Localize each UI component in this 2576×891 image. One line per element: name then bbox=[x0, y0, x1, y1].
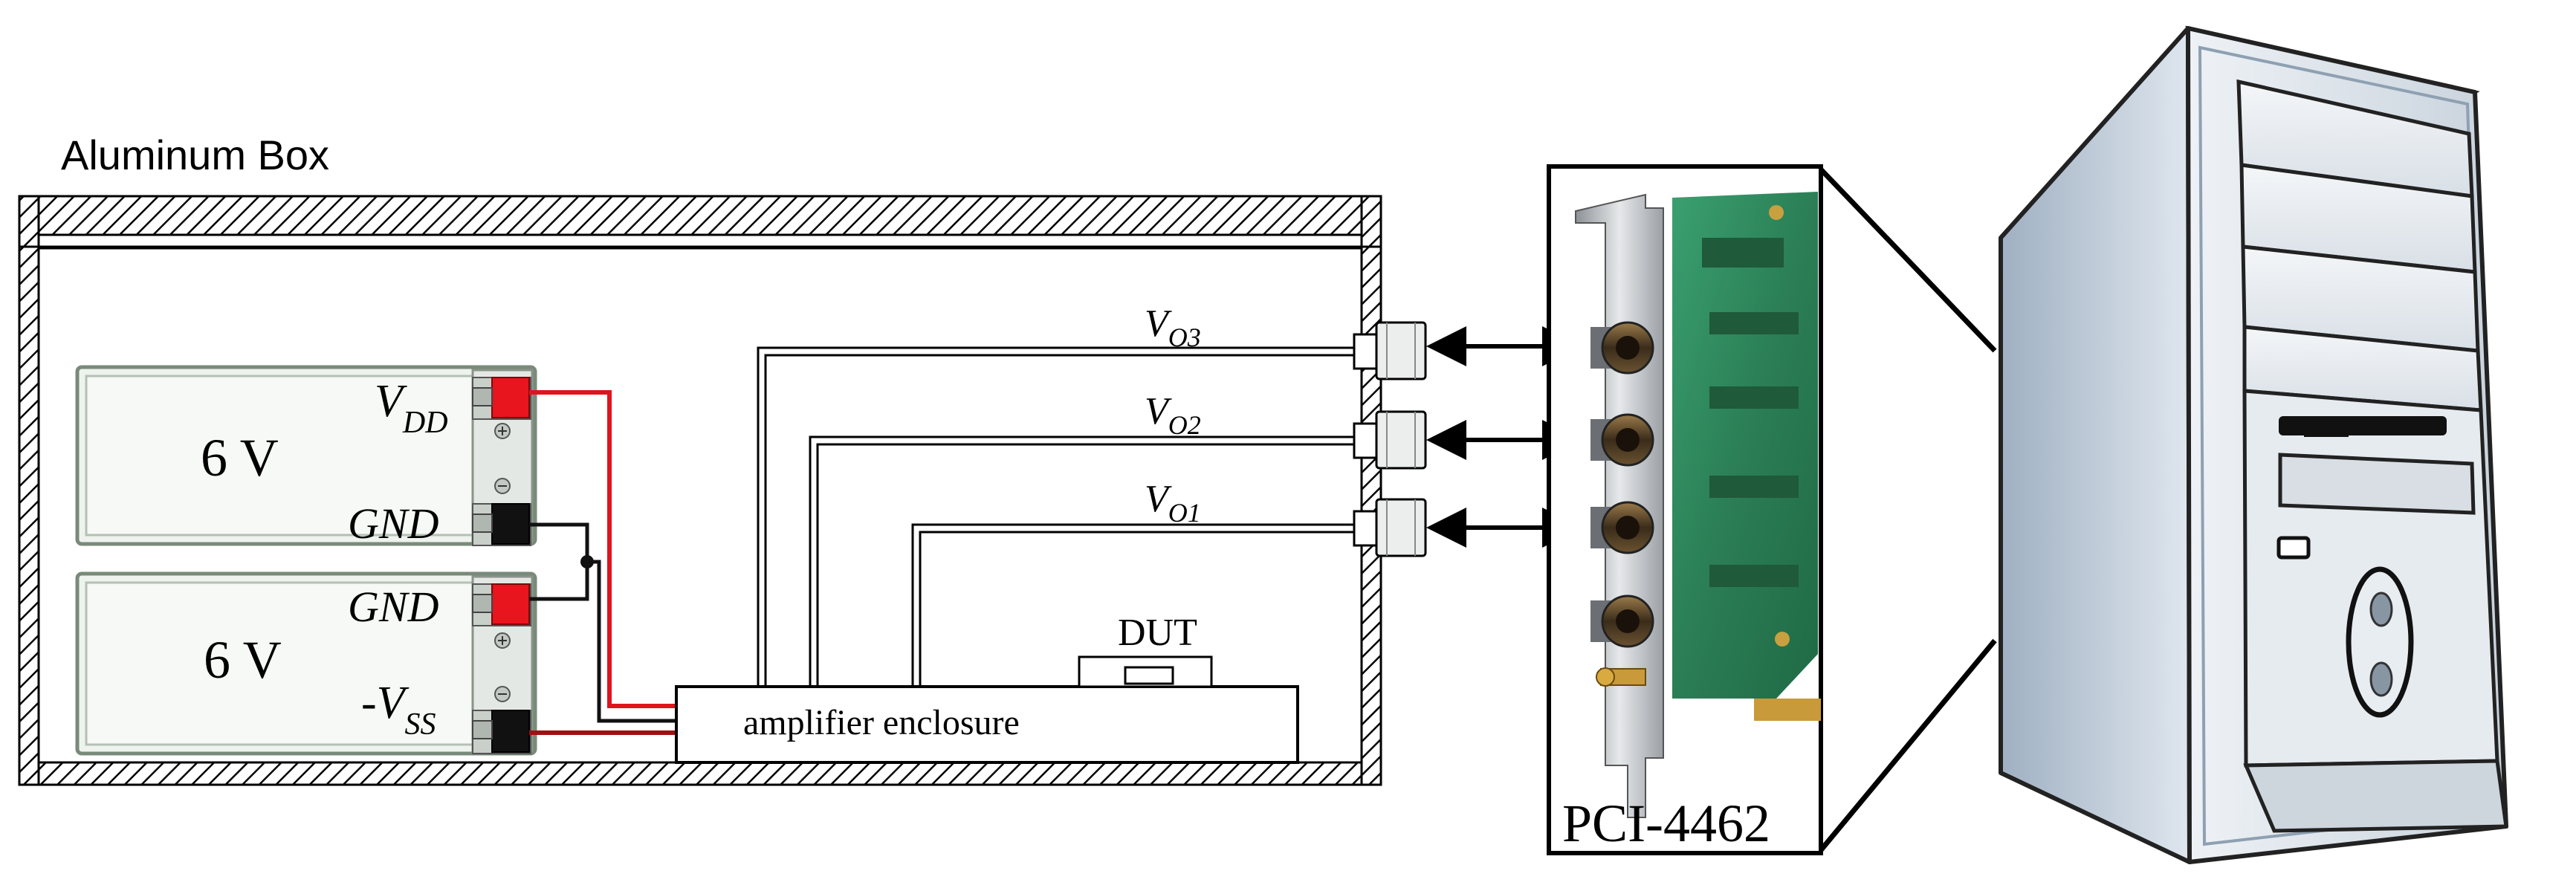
battery-top-voltage: 6 V bbox=[201, 428, 279, 487]
gnd-bottom-label: GND bbox=[348, 583, 439, 631]
card-label: PCI-4462 bbox=[1562, 794, 1770, 853]
vss-label: -VSS bbox=[361, 678, 436, 742]
power-wires bbox=[529, 390, 676, 735]
output-label-vo1: VO1 bbox=[1145, 478, 1201, 528]
daq-card-icon bbox=[1575, 192, 1821, 818]
battery-icon bbox=[75, 365, 537, 546]
box-bnc-connectors bbox=[1353, 321, 1427, 557]
amplifier-label: amplifier enclosure bbox=[743, 703, 1020, 742]
gnd-bottom-terminal bbox=[472, 583, 531, 626]
output-wires bbox=[757, 346, 1354, 687]
gnd-top-label: GND bbox=[348, 499, 439, 548]
vdd-terminal bbox=[472, 377, 531, 420]
battery-bottom-voltage: 6 V bbox=[204, 630, 282, 690]
vdd-label: VDD bbox=[375, 376, 448, 440]
amplifier-enclosure: amplifier enclosure bbox=[675, 685, 1299, 764]
daq-card: PCI-4462 bbox=[1547, 164, 1823, 855]
output-label-vo2: VO2 bbox=[1145, 390, 1201, 440]
output-label-vo3: VO3 bbox=[1145, 302, 1201, 352]
aluminum-box-label: Aluminum Box bbox=[61, 132, 329, 178]
dut: DUT bbox=[1078, 612, 1213, 688]
output-labels: VO3 VO2 VO1 bbox=[1145, 302, 1201, 528]
gnd-top-terminal bbox=[472, 503, 531, 546]
bnc-connector-icon bbox=[1353, 498, 1427, 557]
zoom-lines bbox=[1819, 167, 1997, 852]
bnc-connector-icon bbox=[1353, 321, 1427, 380]
bnc-connector-icon bbox=[1353, 410, 1427, 470]
desktop-computer-icon bbox=[1999, 25, 2508, 864]
battery-icon bbox=[75, 571, 537, 756]
battery-top: 6 V VDD GND bbox=[75, 365, 537, 548]
dut-label: DUT bbox=[1118, 612, 1197, 654]
battery-bottom: 6 V GND -VSS bbox=[75, 571, 537, 756]
vss-terminal bbox=[472, 710, 531, 754]
